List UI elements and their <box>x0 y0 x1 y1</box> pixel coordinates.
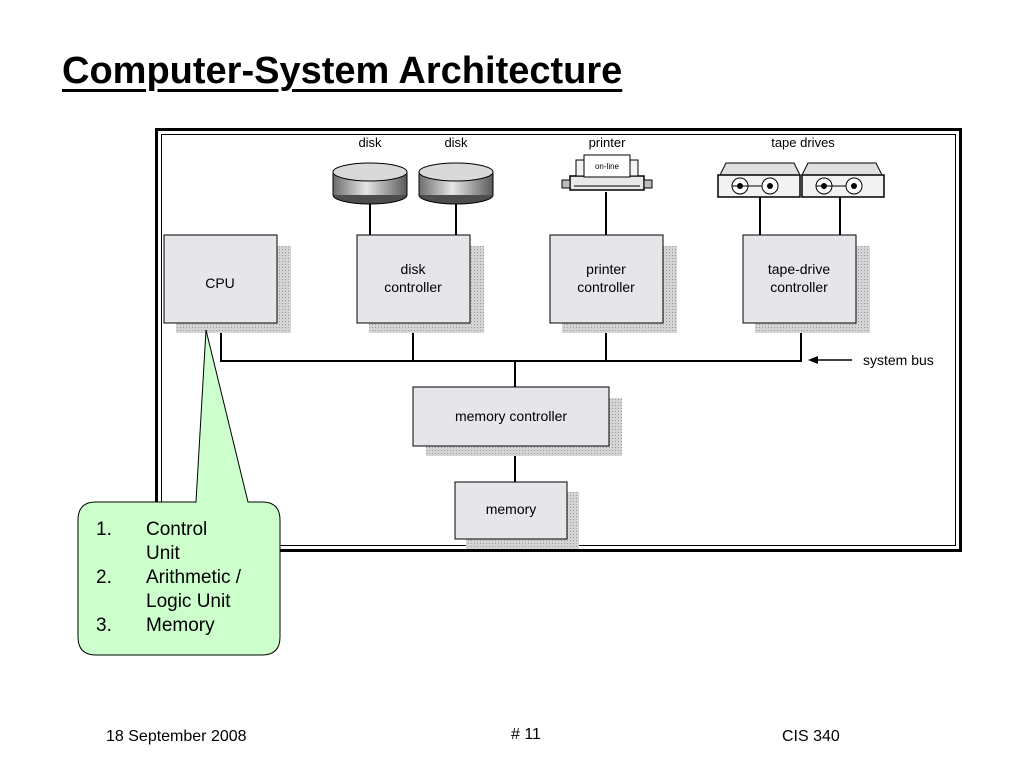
disk-icon <box>332 162 408 205</box>
printer-controller-box: printer controller <box>549 234 677 333</box>
list-number: 3. <box>96 615 112 636</box>
disk-controller-box: disk controller <box>356 234 484 333</box>
tape-drive-controller-label: controller <box>770 279 828 295</box>
callout: 1. Control Unit 2. Arithmetic / Logic Un… <box>78 502 280 654</box>
tape-drive-controller-label: tape-drive <box>768 261 830 277</box>
cpu-box: CPU <box>163 234 291 333</box>
list-item: 2. Arithmetic / Logic Unit <box>96 566 276 614</box>
disk-controller-label: disk <box>401 261 427 277</box>
disk-label: disk <box>444 135 468 150</box>
system-bus-label: system bus <box>863 352 934 368</box>
printer-label: printer <box>589 135 627 150</box>
list-text: Unit <box>146 543 180 564</box>
list-text: Memory <box>146 615 215 636</box>
disk-controller-label: controller <box>384 279 442 295</box>
printer-icon <box>561 154 653 191</box>
disk-icon <box>418 162 494 205</box>
diagram-frame <box>155 128 962 552</box>
list-number: 2. <box>96 567 112 588</box>
printer-controller-label: printer <box>586 261 626 277</box>
memory-controller-label: memory controller <box>455 408 567 424</box>
system-bus-arrow <box>808 356 852 364</box>
memory-controller-box: memory controller <box>412 386 622 456</box>
disk-label: disk <box>358 135 382 150</box>
footer-slide-number: # 11 <box>511 726 541 743</box>
printer-panel-label: on-line <box>595 162 620 171</box>
list-text: Control <box>146 519 208 540</box>
callout-shape <box>77 329 281 656</box>
printer-controller-label: controller <box>577 279 635 295</box>
tape-drive-icon <box>801 162 885 198</box>
footer-course: CIS 340 <box>782 728 840 745</box>
tape-drive-icon <box>717 162 801 198</box>
list-item: 3. Memory <box>96 614 276 638</box>
callout-list: 1. Control Unit 2. Arithmetic / Logic Un… <box>96 518 276 638</box>
footer-date: 18 September 2008 <box>106 728 247 745</box>
memory-box: memory <box>454 481 579 549</box>
list-item: 1. Control Unit <box>96 518 276 566</box>
tape-drive-controller-box: tape-drive controller <box>742 234 870 333</box>
list-text: Arithmetic / <box>146 567 242 588</box>
memory-label: memory <box>486 501 537 517</box>
cpu-label: CPU <box>205 275 235 291</box>
list-number: 1. <box>96 519 112 540</box>
page-title: Computer-System Architecture <box>62 50 623 92</box>
list-text: Logic Unit <box>146 591 231 612</box>
tape-drives-label: tape drives <box>771 135 835 150</box>
